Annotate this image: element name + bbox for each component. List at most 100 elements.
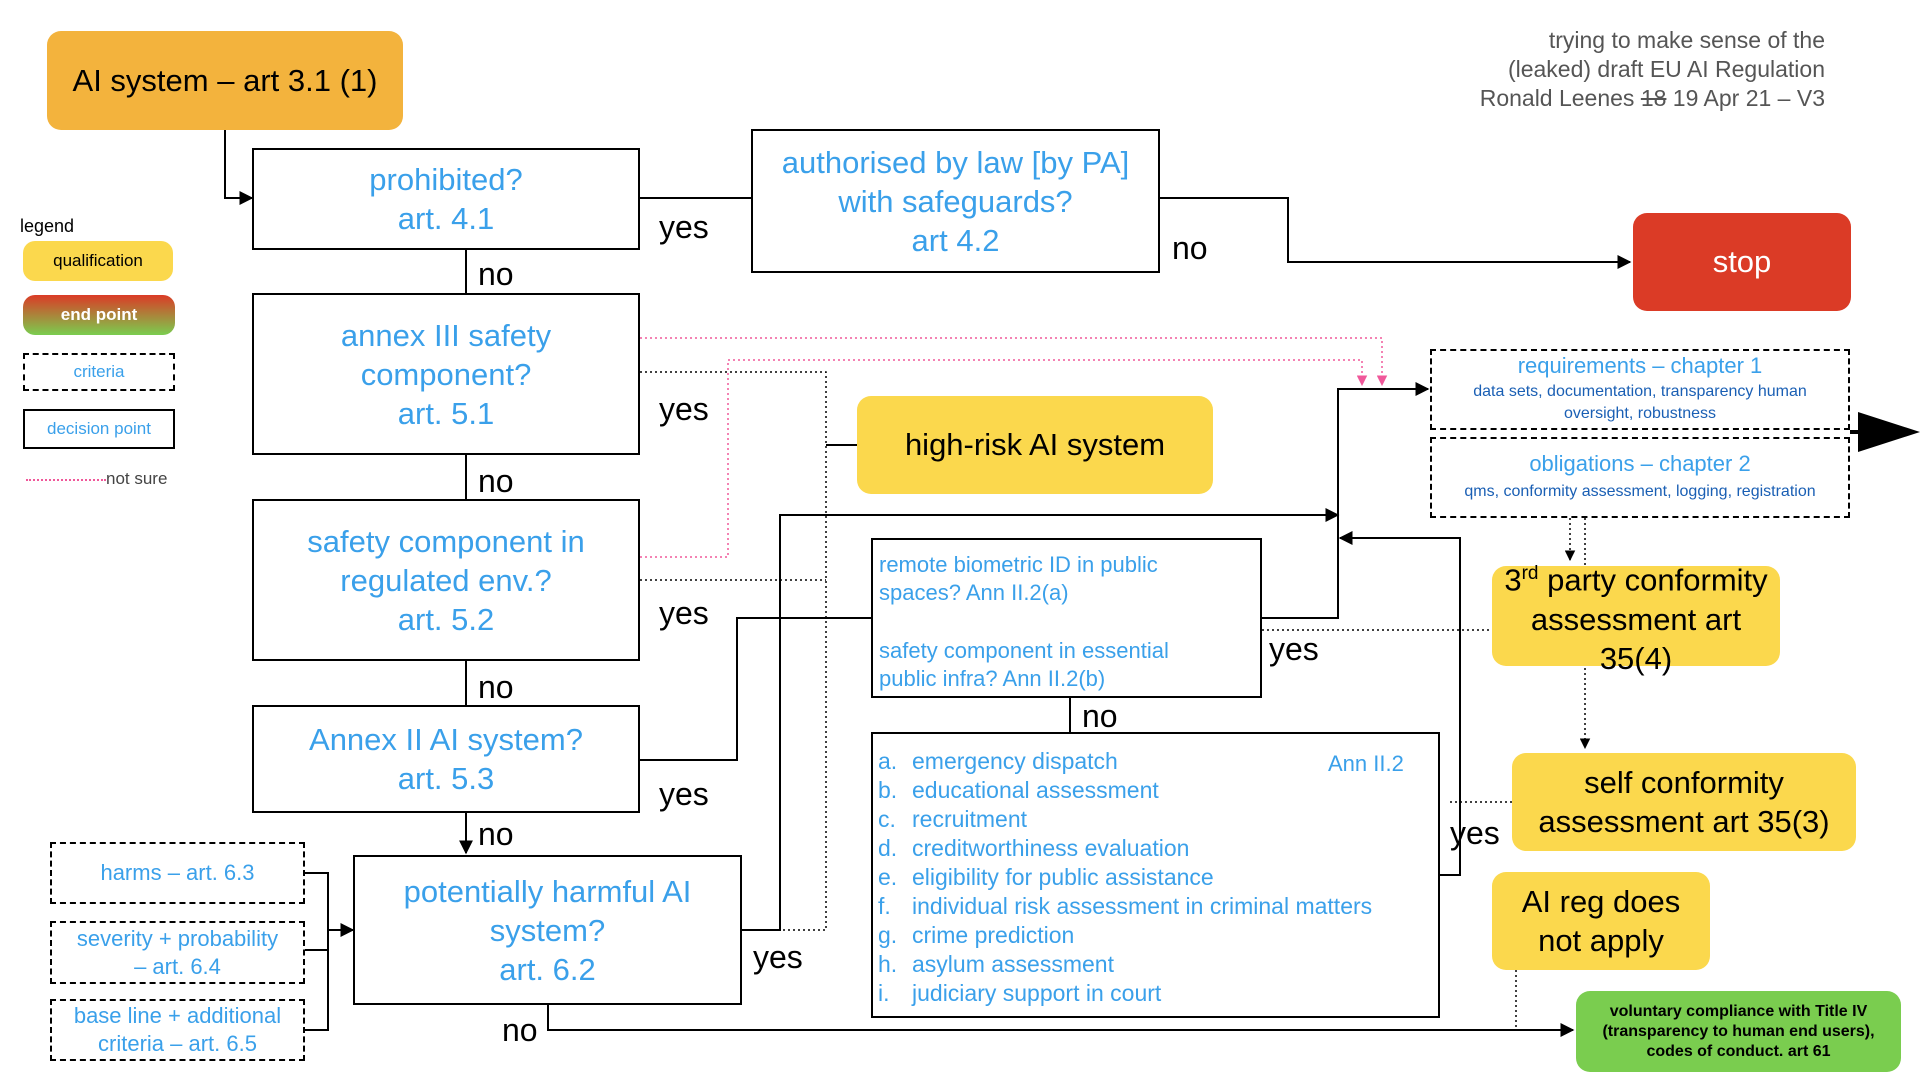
edge-label-no-annex3: no bbox=[478, 463, 514, 499]
self-line-2: assessment art 35(3) bbox=[1538, 804, 1830, 839]
legend-decision-point-label: decision point bbox=[47, 419, 151, 438]
outcome-voluntary: voluntary compliance with Title IV (tran… bbox=[1576, 991, 1901, 1072]
self-line-1: self conformity bbox=[1584, 765, 1784, 800]
big-right-arrow bbox=[1850, 412, 1920, 452]
ann-list-item-letter: d. bbox=[878, 835, 898, 861]
decision-biometric: remote biometric ID in public spaces? An… bbox=[871, 538, 1262, 698]
header-date-version: 19 Apr 21 – V3 bbox=[1666, 85, 1825, 111]
annex2-question: Annex II AI system? bbox=[309, 722, 583, 757]
legend-criteria: criteria bbox=[23, 353, 175, 391]
header-author: Ronald Leenes bbox=[1479, 85, 1641, 111]
outcome-not-apply: AI reg does not apply bbox=[1492, 872, 1710, 970]
dotted-annex3-highrisk bbox=[640, 371, 827, 931]
ann-list-item-letter: c. bbox=[878, 806, 896, 832]
ann-list-ref: Ann II.2 bbox=[1328, 751, 1404, 776]
ann-list-item-text: creditworthiness evaluation bbox=[912, 835, 1190, 861]
not-apply-line-1: AI reg does bbox=[1521, 884, 1681, 919]
legend-not-sure-line bbox=[26, 478, 106, 481]
ann-list-item-text: recruitment bbox=[912, 806, 1028, 832]
safety-env-line-1: safety component in bbox=[307, 523, 585, 559]
header-note: trying to make sense of the (leaked) dra… bbox=[1480, 26, 1825, 113]
edge-label-no-annex2: no bbox=[478, 816, 514, 852]
third-party-line-1: 3rd party conformity bbox=[1504, 554, 1767, 599]
ann-list-item-letter: g. bbox=[878, 922, 898, 948]
biometric-line-3: safety component in essential bbox=[879, 638, 1169, 663]
requirements-sub-1: data sets, documentation, transparency h… bbox=[1473, 382, 1807, 400]
decision-harmful: potentially harmful AI system? art. 6.2 bbox=[353, 855, 742, 1005]
decision-annex3: annex III safety component? art. 5.1 bbox=[252, 293, 640, 455]
edge-harmful-requirements bbox=[742, 508, 1340, 931]
pink-annex3-requirements bbox=[640, 337, 1388, 387]
third-party-text: party conformity bbox=[1538, 562, 1768, 598]
ann-list-item-text: educational assessment bbox=[912, 777, 1159, 803]
edge-label-yes-list: yes bbox=[1450, 815, 1500, 851]
header-struck-date: 18 bbox=[1640, 85, 1667, 111]
voluntary-line-2: (transparency to human end users), bbox=[1602, 1022, 1875, 1040]
ann-list-item: f.individual risk assessment in criminal… bbox=[878, 892, 1372, 921]
edge-label-yes-biometric: yes bbox=[1269, 631, 1319, 667]
edge-harmful-voluntary bbox=[547, 1005, 1575, 1037]
obligations-title: obligations – chapter 2 bbox=[1529, 450, 1751, 476]
ann-list-item-letter: e. bbox=[878, 864, 898, 890]
authorised-line-1: authorised by law [by PA] bbox=[781, 144, 1130, 180]
biometric-line-2: spaces? Ann II.2(a) bbox=[879, 580, 1069, 605]
criteria-requirements: requirements – chapter 1 data sets, docu… bbox=[1430, 349, 1850, 430]
prohibited-article: art. 4.1 bbox=[397, 201, 495, 236]
annex3-article: art. 5.1 bbox=[397, 395, 495, 431]
header-line-3: Ronald Leenes 18 19 Apr 21 – V3 bbox=[1480, 84, 1825, 113]
header-line-1: trying to make sense of the bbox=[1548, 27, 1825, 53]
criteria-harms: harms – art. 6.3 bbox=[50, 842, 305, 904]
legend-end-point: end point bbox=[23, 295, 175, 335]
edge-label-yes-harmful: yes bbox=[753, 939, 803, 975]
edge-label-no-harmful: no bbox=[502, 1012, 538, 1048]
harmful-article: art. 6.2 bbox=[499, 951, 596, 987]
ann-list-item: d. creditworthiness evaluation bbox=[878, 834, 1372, 863]
baseline-line-1: base line + additional bbox=[73, 1003, 282, 1028]
not-apply-line-2: not apply bbox=[1538, 923, 1664, 958]
edge-label-no-authorised: no bbox=[1172, 230, 1208, 266]
edge-label-yes-safety-env: yes bbox=[659, 595, 709, 631]
authorised-line-2: with safeguards? bbox=[838, 183, 1073, 219]
header-line-2: (leaked) draft EU AI Regulation bbox=[1507, 56, 1825, 82]
decision-safety-env: safety component in regulated env.? art.… bbox=[252, 499, 640, 661]
harmful-line-1: potentially harmful AI bbox=[403, 873, 692, 909]
edge-label-no-prohibited: no bbox=[478, 256, 514, 292]
legend-criteria-label: criteria bbox=[73, 362, 125, 381]
third-party-number: 3 bbox=[1504, 562, 1522, 598]
severity-line-1: severity + probability bbox=[76, 925, 279, 951]
authorised-article: art 4.2 bbox=[911, 222, 1000, 258]
edge-biometric-requirements bbox=[1262, 382, 1430, 619]
voluntary-line-3: codes of conduct. art 61 bbox=[1646, 1042, 1831, 1060]
ann-list-item-text: eligibility for public assistance bbox=[912, 864, 1214, 890]
legend-qualification-label: qualification bbox=[53, 251, 143, 270]
high-risk-label: high-risk AI system bbox=[904, 427, 1166, 462]
decision-annex2: Annex II AI system? art. 5.3 bbox=[252, 705, 640, 813]
severity-line-2: – art. 6.4 bbox=[134, 953, 221, 979]
harms-label: harms – art. 6.3 bbox=[100, 860, 255, 885]
pink-safety-requirements bbox=[640, 359, 1368, 558]
ann-list-item-letter: h. bbox=[878, 951, 898, 977]
ann-list-item-text: asylum assessment bbox=[912, 951, 1114, 977]
outcome-self: self conformity assessment art 35(3) bbox=[1512, 753, 1856, 851]
baseline-line-2: criteria – art. 6.5 bbox=[98, 1031, 257, 1056]
requirements-title: requirements – chapter 1 bbox=[1517, 352, 1763, 378]
start-label: AI system – art 3.1 (1) bbox=[72, 62, 378, 98]
ann-list-item-text: judiciary support in court bbox=[912, 980, 1162, 1006]
decision-authorised: authorised by law [by PA] with safeguard… bbox=[751, 129, 1160, 273]
ann-list-item-letter: b. bbox=[878, 777, 898, 803]
edge-label-yes-annex2: yes bbox=[659, 776, 709, 812]
edge-criteria-bracket bbox=[305, 872, 353, 1031]
third-party-ordinal: rd bbox=[1521, 563, 1539, 585]
edge-label-no-biometric: no bbox=[1082, 698, 1118, 734]
annex3-line-2: component? bbox=[360, 356, 532, 392]
ann-list-item: i.judiciary support in court bbox=[878, 979, 1372, 1008]
requirements-sub-2: oversight, robustness bbox=[1563, 404, 1717, 422]
edge-label-yes-annex3: yes bbox=[659, 391, 709, 427]
safety-env-line-2: regulated env.? bbox=[340, 562, 552, 598]
biometric-line-4: public infra? Ann II.2(b) bbox=[879, 666, 1106, 691]
safety-env-article: art. 5.2 bbox=[397, 601, 495, 637]
edge-authorised-stop bbox=[1160, 197, 1632, 269]
